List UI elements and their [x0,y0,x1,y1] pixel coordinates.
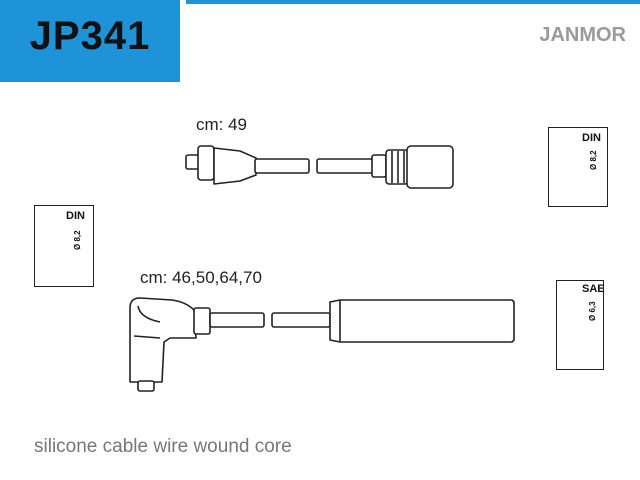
bottom-cable-wire-left [209,312,265,328]
bottom-cable-left-boot-icon [129,297,211,392]
bottom-cable-wire-right [271,312,331,328]
cable-description: silicone cable wire wound core [34,436,292,457]
part-number: JP341 [29,14,151,58]
bottom-cable-right-boot-icon [329,299,515,343]
spec-standard: DIN [66,210,85,222]
top-cable-wire-right [316,158,374,174]
spec-box-left: DIN Ø 8,2 [34,205,94,287]
brand-name: JANMOR [539,24,626,46]
spec-diameter: Ø 8,2 [589,150,598,170]
top-cable-right-boot-icon [371,145,454,189]
spec-standard: SAE [582,283,605,295]
title-box: JP341 [0,0,180,82]
top-cable-wire-left [254,158,310,174]
cable-length-label-top: cm: 49 [196,115,248,134]
header-rule [186,0,640,4]
spec-standard: DIN [582,132,601,144]
top-cable-left-boot-icon [185,145,257,185]
cable-length-label-bottom: cm: 46,50,64,70 [140,268,262,287]
spec-diameter: Ø 8,2 [73,230,82,250]
spec-diameter: Ø 6,3 [588,301,597,321]
spec-box-bottom-right: SAE Ø 6,3 [556,280,605,370]
spec-box-top-right: DIN Ø 8,2 [548,127,608,207]
